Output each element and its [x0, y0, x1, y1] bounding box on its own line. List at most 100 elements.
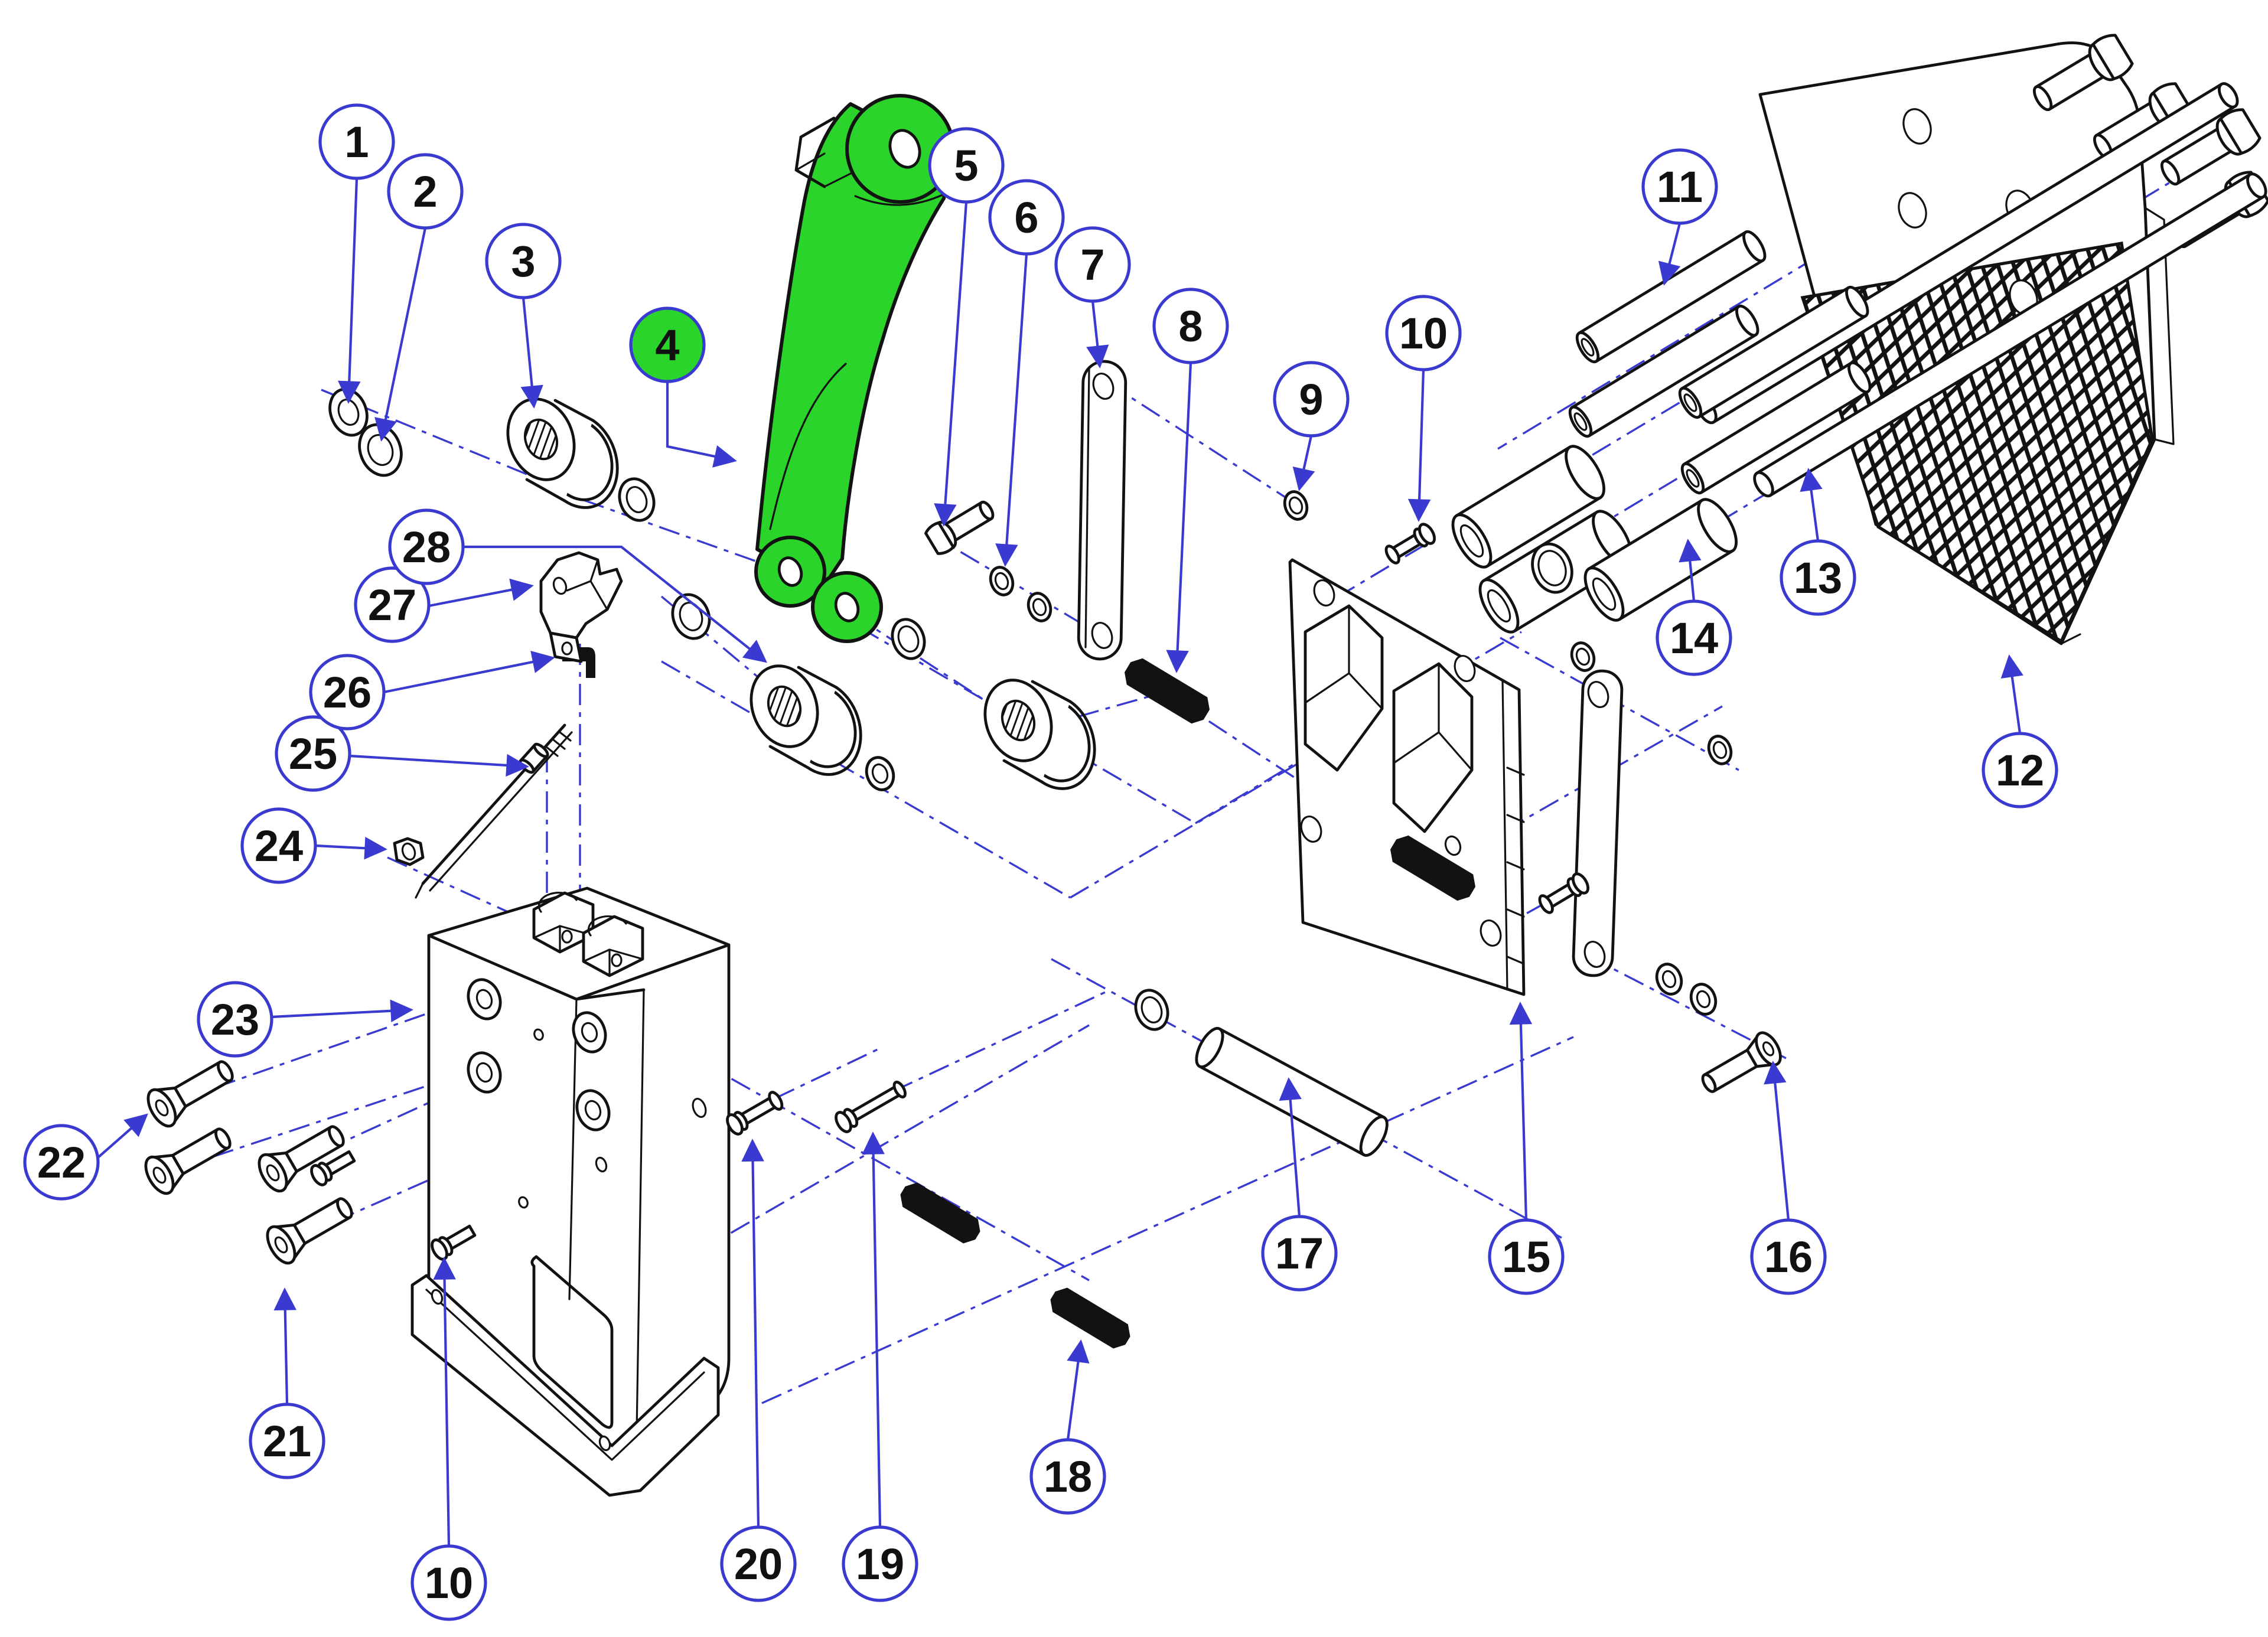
callout-1: 1: [318, 103, 395, 180]
lever-arm-highlighted: [754, 94, 955, 643]
flat-head-screw: [1701, 1031, 1782, 1093]
o-ring: [1531, 542, 1573, 594]
callout-9-number: 9: [1299, 375, 1323, 424]
callout-6-number: 6: [1014, 193, 1038, 242]
callout-21-number: 21: [263, 1417, 311, 1466]
callout-26-number: 26: [323, 668, 372, 717]
flat-head-screw: [258, 1125, 345, 1193]
long-rod: [1753, 172, 2267, 498]
thin-tube: [1680, 361, 1872, 495]
pan-head-screw: [835, 1080, 907, 1133]
callout-16: 16: [1750, 1218, 1827, 1295]
link-strap-right: [1572, 669, 1624, 977]
flat-head-screw: [146, 1060, 234, 1128]
callout-14: 14: [1656, 599, 1732, 676]
button-head-screw-small: [924, 500, 995, 555]
callout-15: 15: [1488, 1218, 1565, 1295]
cylindrical-pin: [1195, 1027, 1389, 1157]
pan-head-screw: [431, 1224, 477, 1261]
callout-16-number: 16: [1764, 1232, 1813, 1281]
hex-nut: [393, 837, 425, 866]
callout-5-number: 5: [954, 141, 978, 190]
callout-24-number: 24: [255, 821, 303, 870]
callout-23: 23: [197, 981, 273, 1058]
washer: [1689, 983, 1718, 1016]
callout-7: 7: [1054, 226, 1131, 303]
callout-2: 2: [387, 153, 464, 230]
callout-20: 20: [720, 1525, 797, 1602]
needle-bearing: [506, 397, 619, 509]
thin-tube: [1678, 285, 1869, 419]
set-screw: [900, 1182, 980, 1244]
latch-lever: [539, 551, 623, 663]
callout-12: 12: [1982, 732, 2058, 808]
washer: [1707, 735, 1733, 765]
callout-8-number: 8: [1178, 302, 1203, 351]
callout-10: 10: [1385, 295, 1462, 371]
flat-head-screw: [144, 1127, 232, 1195]
callout-14-number: 14: [1670, 614, 1718, 663]
callout-17-number: 17: [1275, 1229, 1324, 1278]
pan-head-screw: [726, 1091, 784, 1136]
callout-10b-number: 10: [425, 1558, 473, 1607]
callout-26: 26: [309, 654, 386, 731]
callout-27-number: 27: [368, 581, 416, 630]
callout-5: 5: [928, 127, 1005, 204]
callout-3: 3: [485, 223, 562, 299]
saddle-clamp-block: [582, 915, 644, 977]
callout-4-number: 4: [655, 321, 679, 370]
callout-13: 13: [1780, 539, 1856, 616]
pan-head-screw: [1538, 872, 1590, 914]
callout-9: 9: [1273, 361, 1350, 438]
callout-4-highlighted: 4: [629, 306, 706, 383]
callout-18-number: 18: [1044, 1452, 1092, 1501]
spacer-sleeve: [1451, 445, 1606, 569]
washer: [1283, 490, 1309, 521]
needle-bearing: [983, 679, 1096, 790]
washer: [1655, 963, 1683, 996]
callout-12-number: 12: [1996, 746, 2044, 795]
spacer-sleeves: [1451, 445, 1738, 634]
washer: [1134, 989, 1169, 1031]
pan-head-screw: [1384, 523, 1436, 565]
washer: [671, 593, 711, 640]
callout-27: 27: [354, 566, 431, 643]
washer: [891, 618, 926, 660]
callout-28: 28: [388, 508, 465, 585]
flat-head-screw: [266, 1197, 353, 1265]
washer: [1027, 592, 1052, 622]
spacer-sleeve: [1583, 498, 1738, 622]
mounting-plate: [1288, 558, 1526, 996]
leader-lines: [97, 178, 2023, 1547]
callout-13-number: 13: [1794, 553, 1842, 602]
callout-10-duplicate: 10: [410, 1544, 487, 1621]
callout-3-number: 3: [511, 237, 535, 286]
flat-head-screws: [144, 1060, 353, 1265]
callout-17: 17: [1261, 1215, 1338, 1292]
set-screw: [1124, 658, 1210, 724]
callout-24: 24: [240, 807, 317, 884]
callout-7-number: 7: [1080, 240, 1104, 289]
callout-25-number: 25: [289, 729, 337, 778]
set-screw: [1050, 1287, 1130, 1349]
set-screw: [1390, 835, 1476, 901]
housing-body: [410, 886, 731, 1497]
callout-19-number: 19: [856, 1540, 904, 1589]
thin-tubes: [1568, 230, 1872, 495]
callout-22-number: 22: [37, 1138, 86, 1187]
callout-20-number: 20: [734, 1540, 783, 1589]
callout-6: 6: [988, 179, 1065, 256]
callout-11: 11: [1641, 148, 1718, 225]
thin-tube: [1568, 304, 1759, 438]
pan-head-screw: [310, 1150, 356, 1186]
callout-19: 19: [842, 1525, 918, 1602]
needle-bearing: [750, 664, 862, 776]
washer: [989, 566, 1015, 596]
callout-21: 21: [249, 1403, 325, 1479]
callout-8: 8: [1152, 288, 1229, 364]
washer: [618, 477, 656, 522]
callout-18: 18: [1029, 1438, 1106, 1515]
callout-2-number: 2: [413, 167, 437, 216]
